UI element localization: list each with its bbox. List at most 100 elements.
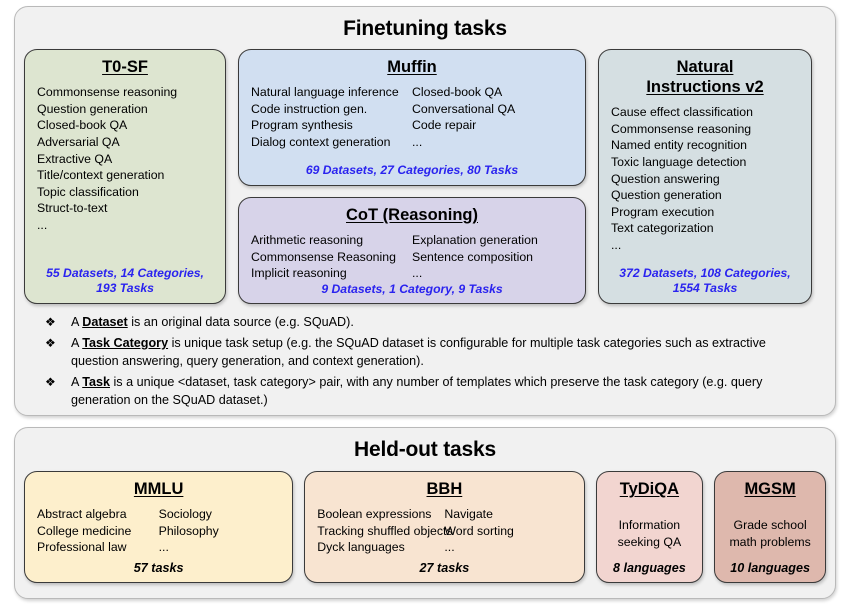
card-niv2-items: Cause effect classification Commonsense … — [611, 104, 799, 253]
list-item: Abstract algebra — [37, 507, 127, 522]
list-item: Closed-book QA — [37, 118, 128, 133]
list-item-ellipsis: ... — [611, 238, 622, 252]
card-bbh-column-1: Boolean expressions Tracking shuffled ob… — [317, 506, 453, 556]
card-niv2-title-line1: Natural — [676, 58, 734, 76]
list-item-ellipsis: ... — [412, 266, 423, 281]
list-item: Word sorting — [444, 523, 514, 538]
spacer — [611, 254, 799, 266]
definition-prefix: A — [71, 375, 83, 389]
list-item: Sociology — [158, 507, 212, 522]
card-mgsm-title: MGSM — [744, 480, 796, 498]
definition-task: ❖ A Task is a unique <dataset, task cate… — [42, 373, 816, 409]
card-cot-footnote: 9 Datasets, 1 Category, 9 Tasks — [321, 281, 503, 296]
list-item: Dialog context generation — [251, 134, 391, 149]
card-t0sf-footnote: 55 Datasets, 14 Categories, 193 Tasks — [37, 266, 213, 296]
card-mgsm-description: Grade school math problems — [727, 517, 813, 550]
card-tydiqa-title: TyDiQA — [619, 480, 680, 498]
card-tydiqa-description: Information seeking QA — [609, 517, 691, 550]
finetuning-cards-row: T0-SF Commonsense reasoning Question gen… — [24, 49, 826, 304]
list-item-ellipsis: ... — [37, 217, 48, 232]
list-item: Named entity recognition — [611, 138, 748, 153]
definition-prefix: A — [71, 315, 83, 329]
list-item: Program synthesis — [251, 118, 353, 133]
heldout-section-title: Held-out tasks — [354, 438, 496, 461]
definition-dataset-text: A Dataset is an original data source (e.… — [71, 313, 816, 331]
description-line: seeking QA — [617, 534, 682, 549]
card-bbh-items: Boolean expressions Tracking shuffled ob… — [317, 506, 571, 556]
card-niv2-footnote: 372 Datasets, 108 Categories, 1554 Tasks — [611, 266, 799, 296]
definition-task-category: ❖ A Task Category is unique task setup (… — [42, 334, 816, 370]
card-t0sf[interactable]: T0-SF Commonsense reasoning Question gen… — [24, 49, 226, 304]
description-line: Information — [618, 517, 681, 532]
list-item: Closed-book QA — [412, 85, 503, 100]
card-mgsm[interactable]: MGSM Grade school math problems 10 langu… — [714, 471, 826, 583]
spacer — [727, 550, 813, 561]
card-niv2-title: Natural Instructions v2 — [611, 57, 799, 97]
list-item-ellipsis: ... — [444, 540, 455, 555]
list-item-ellipsis: ... — [158, 540, 169, 555]
card-mmlu-title: MMLU — [133, 480, 184, 498]
card-tydiqa-footnote: 8 languages — [612, 561, 686, 575]
held-out-tasks-section: Held-out tasks MMLU Abstract algebra Col… — [14, 427, 836, 599]
card-bbh-footnote: 27 tasks — [419, 561, 470, 575]
list-item: Program execution — [611, 204, 715, 219]
list-item: Tracking shuffled objects — [317, 523, 453, 538]
definition-dataset: ❖ A Dataset is an original data source (… — [42, 313, 816, 331]
card-mmlu[interactable]: MMLU Abstract algebra College medicine P… — [24, 471, 294, 583]
card-muffin-column-2: Closed-book QA Conversational QA Code re… — [412, 84, 573, 150]
card-tydiqa[interactable]: TyDiQA Information seeking QA 8 language… — [595, 471, 704, 583]
definition-suffix: is a unique <dataset, task category> pai… — [71, 375, 763, 407]
list-item-ellipsis: ... — [412, 134, 423, 149]
card-niv2-footnote-line2: 1554 Tasks — [672, 281, 738, 295]
list-item: Question generation — [611, 188, 722, 203]
list-item: Code repair — [412, 118, 477, 133]
list-item: Navigate — [444, 507, 493, 522]
card-cot-title: CoT (Reasoning) — [346, 206, 478, 224]
list-item: Arithmetic reasoning — [251, 233, 364, 248]
list-item: Text categorization — [611, 221, 714, 236]
card-muffin-items: Natural language inference Code instruct… — [251, 84, 573, 150]
spacer — [609, 550, 691, 561]
list-item: Conversational QA — [412, 101, 516, 116]
card-bbh-title: BBH — [426, 480, 463, 498]
card-mmlu-column-2: Sociology Philosophy ... — [159, 506, 281, 556]
definition-task-text: A Task is a unique <dataset, task catego… — [71, 373, 816, 409]
card-natural-instructions-v2[interactable]: Natural Instructions v2 Cause effect cla… — [598, 49, 812, 304]
spacer — [37, 233, 213, 266]
card-muffin-title: Muffin — [387, 58, 437, 76]
description-line: Grade school — [733, 517, 807, 532]
list-item: Title/context generation — [37, 168, 165, 183]
description-line: math problems — [729, 534, 811, 549]
card-mgsm-footnote: 10 languages — [730, 561, 811, 575]
list-item: Commonsense reasoning — [611, 121, 752, 136]
list-item: Extractive QA — [37, 151, 113, 166]
list-item: Question generation — [37, 101, 148, 116]
list-item: Struct-to-text — [37, 201, 108, 216]
list-item: Question answering — [611, 171, 720, 186]
card-cot-items: Arithmetic reasoning Commonsense Reasoni… — [251, 232, 573, 282]
card-mmlu-items: Abstract algebra College medicine Profes… — [37, 506, 280, 556]
definition-suffix: is unique task setup (e.g. the SQuAD dat… — [71, 336, 766, 368]
card-muffin-column-1: Natural language inference Code instruct… — [251, 84, 412, 150]
definition-suffix: is an original data source (e.g. SQuAD). — [127, 315, 354, 329]
diamond-bullet-icon: ❖ — [45, 336, 56, 350]
definition-task-category-text: A Task Category is unique task setup (e.… — [71, 334, 816, 370]
card-niv2-column-1: Cause effect classification Commonsense … — [611, 104, 799, 253]
definitions-list: ❖ A Dataset is an original data source (… — [24, 304, 826, 409]
card-cot-column-1: Arithmetic reasoning Commonsense Reasoni… — [251, 232, 412, 282]
definition-term: Task Category — [82, 336, 169, 350]
list-item: Boolean expressions — [317, 507, 432, 522]
finetuning-tasks-section: Finetuning tasks T0-SF Commonsense reaso… — [14, 6, 836, 416]
card-muffin[interactable]: Muffin Natural language inference Code i… — [238, 49, 586, 186]
finetuning-section-title: Finetuning tasks — [343, 17, 507, 40]
list-item: Topic classification — [37, 184, 139, 199]
definition-term: Dataset — [82, 315, 128, 329]
card-cot-column-2: Explanation generation Sentence composit… — [412, 232, 573, 282]
card-bbh-column-2: Navigate Word sorting ... — [444, 506, 571, 556]
list-item: Dyck languages — [317, 540, 405, 555]
card-t0sf-title: T0-SF — [102, 58, 148, 76]
card-cot[interactable]: CoT (Reasoning) Arithmetic reasoning Com… — [238, 197, 586, 304]
card-bbh[interactable]: BBH Boolean expressions Tracking shuffle… — [304, 471, 585, 583]
list-item: Sentence composition — [412, 249, 533, 264]
